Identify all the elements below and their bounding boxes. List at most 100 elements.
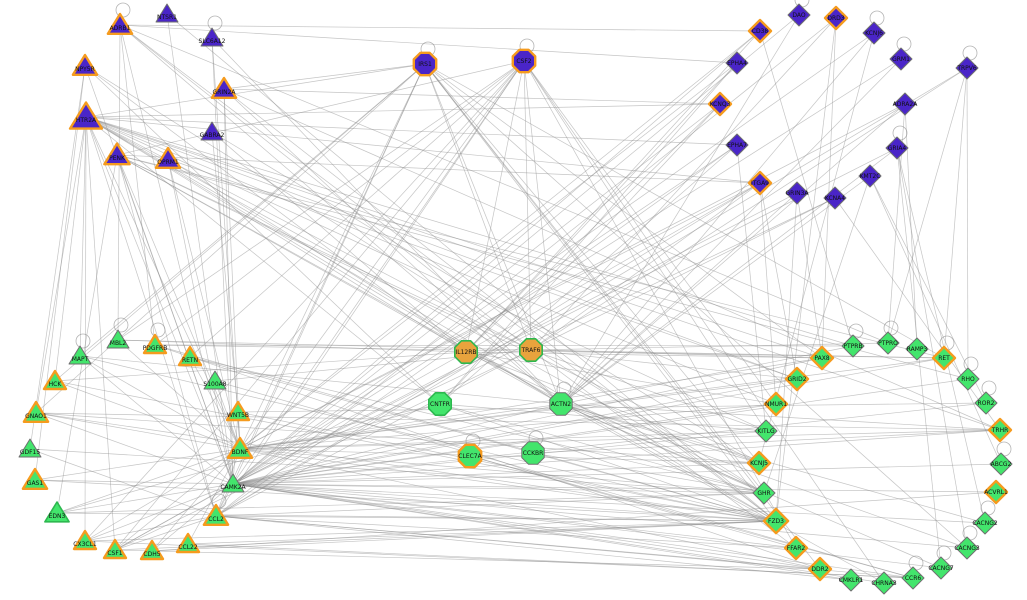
diamond-node-shape[interactable] — [763, 391, 789, 417]
triangle-node-shape[interactable] — [225, 400, 251, 422]
node-CD38[interactable]: CD38 — [747, 18, 773, 44]
diamond-node-shape[interactable] — [754, 419, 778, 443]
triangle-node-shape[interactable] — [202, 503, 230, 526]
diamond-node-shape[interactable] — [885, 136, 909, 160]
diamond-node-shape[interactable] — [974, 391, 998, 415]
node-RET[interactable]: RET — [931, 345, 957, 371]
octagon-node-shape[interactable] — [511, 48, 537, 74]
node-PTPRB[interactable]: PTPRB — [841, 334, 865, 358]
triangle-node-shape[interactable] — [102, 538, 128, 560]
diamond-node-shape[interactable] — [725, 133, 749, 157]
diamond-node-shape[interactable] — [862, 21, 886, 45]
diamond-node-shape[interactable] — [785, 181, 809, 205]
triangle-node-shape[interactable] — [18, 438, 42, 458]
node-RETN[interactable]: RETN — [177, 345, 203, 367]
triangle-node-shape[interactable] — [106, 329, 130, 349]
triangle-node-shape[interactable] — [175, 532, 201, 554]
node-KMT2C[interactable]: KMT2C — [858, 164, 882, 188]
triangle-node-shape[interactable] — [210, 76, 238, 100]
triangle-node-shape[interactable] — [200, 121, 224, 141]
triangle-node-shape[interactable] — [226, 436, 254, 459]
node-ACTN2[interactable]: ACTN2 — [549, 392, 573, 416]
triangle-node-shape[interactable] — [42, 369, 68, 391]
node-ADRB1[interactable]: ADRB1 — [106, 12, 134, 35]
triangle-node-shape[interactable] — [142, 333, 168, 355]
node-SLC6A12[interactable]: SLC6A12 — [199, 27, 226, 47]
node-CCKBR[interactable]: CCKBR — [521, 441, 545, 465]
node-DAO[interactable]: DAO — [787, 3, 811, 27]
node-CCL22[interactable]: CCL22 — [175, 532, 201, 554]
triangle-node-shape[interactable] — [103, 142, 131, 166]
octagon-node-shape[interactable] — [549, 392, 573, 416]
node-DRD3[interactable]: DRD3 — [823, 5, 849, 31]
diamond-node-shape[interactable] — [905, 337, 929, 361]
triangle-node-shape[interactable] — [22, 400, 50, 423]
triangle-node-shape[interactable] — [106, 12, 134, 35]
triangle-node-shape[interactable] — [71, 53, 99, 77]
triangle-node-shape[interactable] — [44, 501, 70, 523]
diamond-node-shape[interactable] — [747, 18, 773, 44]
node-CNTFR[interactable]: CNTFR — [427, 391, 453, 417]
node-ABCG2[interactable]: ABCG2 — [989, 452, 1013, 476]
octagon-node-shape[interactable] — [518, 337, 544, 363]
triangle-node-shape[interactable] — [155, 3, 179, 23]
triangle-node-shape[interactable] — [139, 539, 165, 561]
diamond-node-shape[interactable] — [929, 556, 953, 580]
node-EPHA7[interactable]: EPHA7 — [725, 133, 749, 157]
node-CACNG7[interactable]: CACNG7 — [928, 556, 954, 580]
diamond-node-shape[interactable] — [784, 366, 810, 392]
node-GRIA4[interactable]: GRIA4 — [885, 136, 909, 160]
node-CX3CL1[interactable]: CX3CL1 — [72, 529, 98, 551]
octagon-node-shape[interactable] — [412, 51, 438, 77]
diamond-node-shape[interactable] — [955, 536, 979, 560]
node-FFAR2[interactable]: FFAR2 — [783, 535, 809, 561]
node-CSF2[interactable]: CSF2 — [511, 48, 537, 74]
diamond-node-shape[interactable] — [983, 479, 1009, 505]
octagon-node-shape[interactable] — [457, 443, 483, 469]
node-CMKLR1[interactable]: CMKLR1 — [839, 568, 864, 592]
node-CCR6[interactable]: CCR6 — [901, 566, 925, 590]
diamond-node-shape[interactable] — [893, 92, 917, 116]
node-TRHR[interactable]: TRHR — [987, 417, 1013, 443]
node-ROR2[interactable]: ROR2 — [974, 391, 998, 415]
diamond-node-shape[interactable] — [787, 3, 811, 27]
diamond-node-shape[interactable] — [931, 345, 957, 371]
node-NTSR1[interactable]: NTSR1 — [155, 3, 179, 23]
diamond-node-shape[interactable] — [876, 331, 900, 355]
triangle-node-shape[interactable] — [200, 27, 224, 47]
octagon-node-shape[interactable] — [453, 339, 479, 365]
node-NPY5R[interactable]: NPY5R — [71, 53, 99, 77]
diamond-node-shape[interactable] — [989, 452, 1013, 476]
diamond-node-shape[interactable] — [823, 186, 847, 210]
diamond-node-shape[interactable] — [901, 566, 925, 590]
octagon-node-shape[interactable] — [427, 391, 453, 417]
node-CLEC7A[interactable]: CLEC7A — [457, 443, 483, 469]
triangle-node-shape[interactable] — [21, 467, 49, 490]
diamond-node-shape[interactable] — [725, 51, 749, 75]
diamond-node-shape[interactable] — [747, 170, 773, 196]
diamond-node-shape[interactable] — [752, 481, 776, 505]
triangle-node-shape[interactable] — [203, 370, 227, 390]
octagon-node-shape[interactable] — [521, 441, 545, 465]
diamond-node-shape[interactable] — [762, 507, 790, 535]
triangle-node-shape[interactable] — [68, 345, 92, 365]
triangle-node-shape[interactable] — [177, 345, 203, 367]
node-IRS1[interactable]: IRS1 — [412, 51, 438, 77]
node-KCNA4[interactable]: KCNA4 — [823, 186, 847, 210]
diamond-node-shape[interactable] — [746, 450, 772, 476]
node-CACNG2[interactable]: CACNG2 — [972, 511, 998, 535]
triangle-node-shape[interactable] — [154, 146, 182, 170]
triangle-node-shape[interactable] — [68, 101, 104, 130]
node-IL12RB[interactable]: IL12RB — [453, 339, 479, 365]
node-RAMP3[interactable]: RAMP3 — [905, 337, 929, 361]
diamond-node-shape[interactable] — [973, 511, 997, 535]
diamond-node-shape[interactable] — [809, 345, 835, 371]
triangle-node-shape[interactable] — [221, 473, 245, 493]
diamond-node-shape[interactable] — [807, 556, 833, 582]
diamond-node-shape[interactable] — [987, 417, 1013, 443]
node-KCNJ6[interactable]: KCNJ6 — [862, 21, 886, 45]
node-RHO[interactable]: RHO — [956, 367, 980, 391]
node-ACVRL1[interactable]: ACVRL1 — [983, 479, 1009, 505]
diamond-node-shape[interactable] — [707, 91, 733, 117]
